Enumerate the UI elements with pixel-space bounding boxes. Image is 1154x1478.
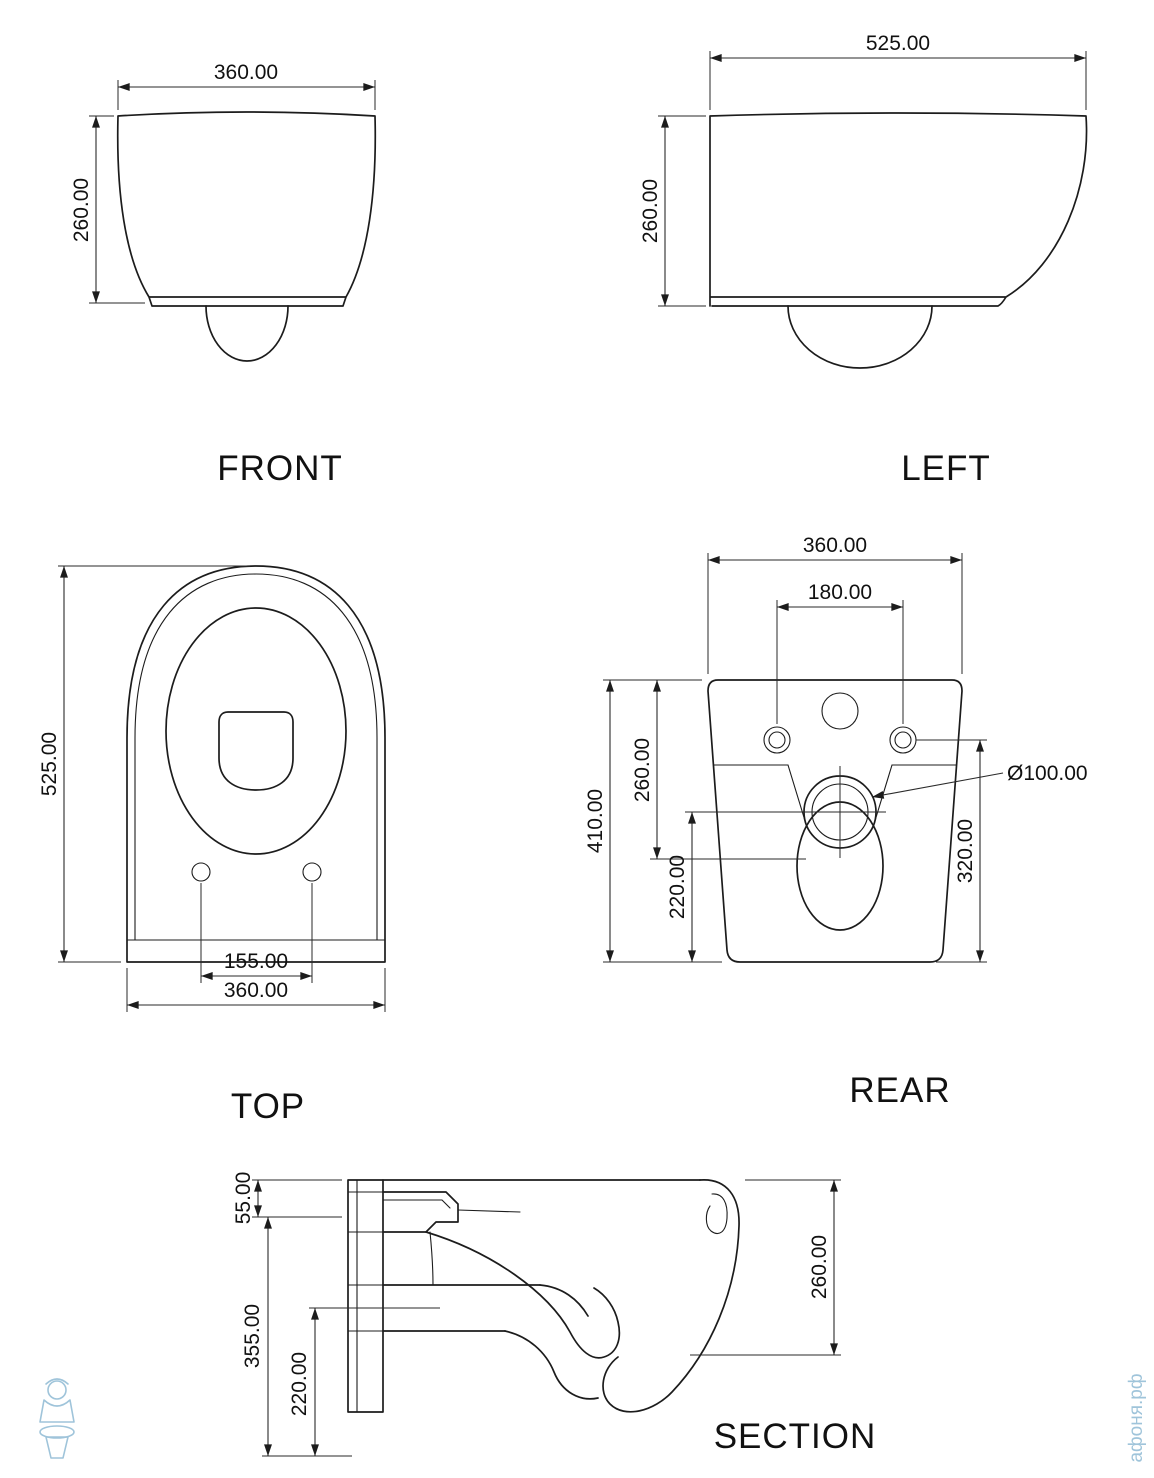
rear-drain-height-dim: 220.00 (666, 811, 794, 962)
rear-width-dim: 360.00 (707, 534, 963, 674)
rear-fixing-holes-dim: 180.00 (776, 581, 904, 724)
rear-drain-diameter-label: Ø100.00 (1007, 762, 1088, 785)
rear-total-height-label: 410.00 (584, 789, 607, 853)
section-plate-details (347, 1179, 384, 1413)
left-body-outline (709, 112, 1088, 307)
front-height-dim: 260.00 (70, 115, 145, 304)
top-depth-label: 525.00 (38, 732, 61, 796)
rear-top-hole (821, 692, 859, 730)
top-depth-dim: 525.00 (38, 565, 250, 963)
top-water-spot (218, 711, 294, 791)
rear-width-label: 360.00 (803, 534, 867, 557)
section-left-height-dim: 355.00 (241, 1217, 352, 1457)
top-seat-hole-left (191, 862, 211, 882)
rear-right-height-dim: 320.00 (916, 739, 987, 963)
left-view: 525.00 260.00 LEFT (639, 32, 1088, 488)
rear-total-height-dim: 410.00 (584, 679, 722, 963)
top-width-label: 360.00 (224, 979, 288, 1002)
rear-drain-crosshair (794, 766, 886, 858)
top-seat-hole-right (302, 862, 322, 882)
section-left-height-label: 355.00 (241, 1304, 264, 1368)
section-outlet-pipe (382, 1284, 541, 1332)
front-height-label: 260.00 (70, 178, 93, 242)
top-inner-outline (126, 573, 386, 941)
section-right-height-label: 260.00 (808, 1235, 831, 1299)
front-width-label: 360.00 (214, 61, 278, 84)
left-depth-dim: 525.00 (709, 32, 1087, 110)
section-bowl-back (429, 1231, 434, 1286)
rear-drain-diameter-callout: Ø100.00 (871, 762, 1088, 799)
rear-fixing-hole-left-inner (768, 731, 786, 749)
top-width-dim: 360.00 (126, 968, 386, 1012)
front-bowl-outline (116, 111, 377, 307)
section-view-label: SECTION (714, 1417, 877, 1456)
rear-fixing-hole-left-outer (763, 726, 791, 754)
section-outlet-height-dim: 220.00 (288, 1307, 440, 1456)
section-inlet-outline (382, 1191, 459, 1233)
front-width-dim: 360.00 (117, 61, 376, 110)
left-height-dim: 260.00 (639, 115, 706, 307)
top-seat-opening (165, 607, 347, 855)
section-inlet-offset-label: 55.00 (232, 1172, 255, 1225)
top-view: 525.00 155.00 360.00 TOP (38, 565, 386, 1126)
left-drain-outline (787, 305, 933, 369)
rear-fixing-hole-right-outer (889, 726, 917, 754)
section-inlet-inner (382, 1199, 521, 1213)
rear-view-label: REAR (849, 1071, 950, 1110)
section-rim-hook (705, 1193, 728, 1235)
top-view-label: TOP (231, 1087, 305, 1126)
section-trap (504, 1284, 599, 1400)
section-right-height-dim: 260.00 (690, 1179, 841, 1356)
rear-upper-height-dim: 260.00 (631, 680, 806, 860)
front-view-label: FRONT (217, 449, 343, 488)
front-view: 360.00 260.00 FRONT (70, 61, 377, 488)
rear-fixing-holes-label: 180.00 (808, 581, 872, 604)
rear-upper-height-label: 260.00 (631, 738, 654, 802)
rear-fixing-hole-right-inner (894, 731, 912, 749)
rear-body-outline (707, 679, 963, 963)
front-drain-outline (205, 305, 289, 362)
top-seat-holes-dim: 155.00 (200, 883, 313, 983)
left-height-label: 260.00 (639, 179, 662, 243)
watermark-site-text: афоня.рф (1126, 1373, 1147, 1462)
section-view: 55.00 355.00 220.00 260.00 SECTION (232, 1172, 877, 1457)
section-bowl-inner (425, 1231, 621, 1359)
watermark-plumber-logo-icon (39, 1378, 75, 1459)
top-outline (126, 565, 386, 963)
rear-drain-height-label: 220.00 (666, 855, 689, 919)
section-plate-outline (347, 1179, 384, 1413)
section-inlet-offset-dim: 55.00 (232, 1172, 342, 1225)
left-view-label: LEFT (901, 449, 991, 488)
left-depth-label: 525.00 (866, 32, 930, 55)
rear-view: 360.00 180.00 410.00 260.00 220.00 320.0… (584, 534, 1088, 1110)
section-outlet-height-label: 220.00 (288, 1352, 311, 1416)
top-seat-holes-label: 155.00 (224, 950, 288, 973)
section-shell-outline (602, 1179, 740, 1413)
rear-step-lines (713, 764, 957, 825)
rear-right-height-label: 320.00 (954, 819, 977, 883)
